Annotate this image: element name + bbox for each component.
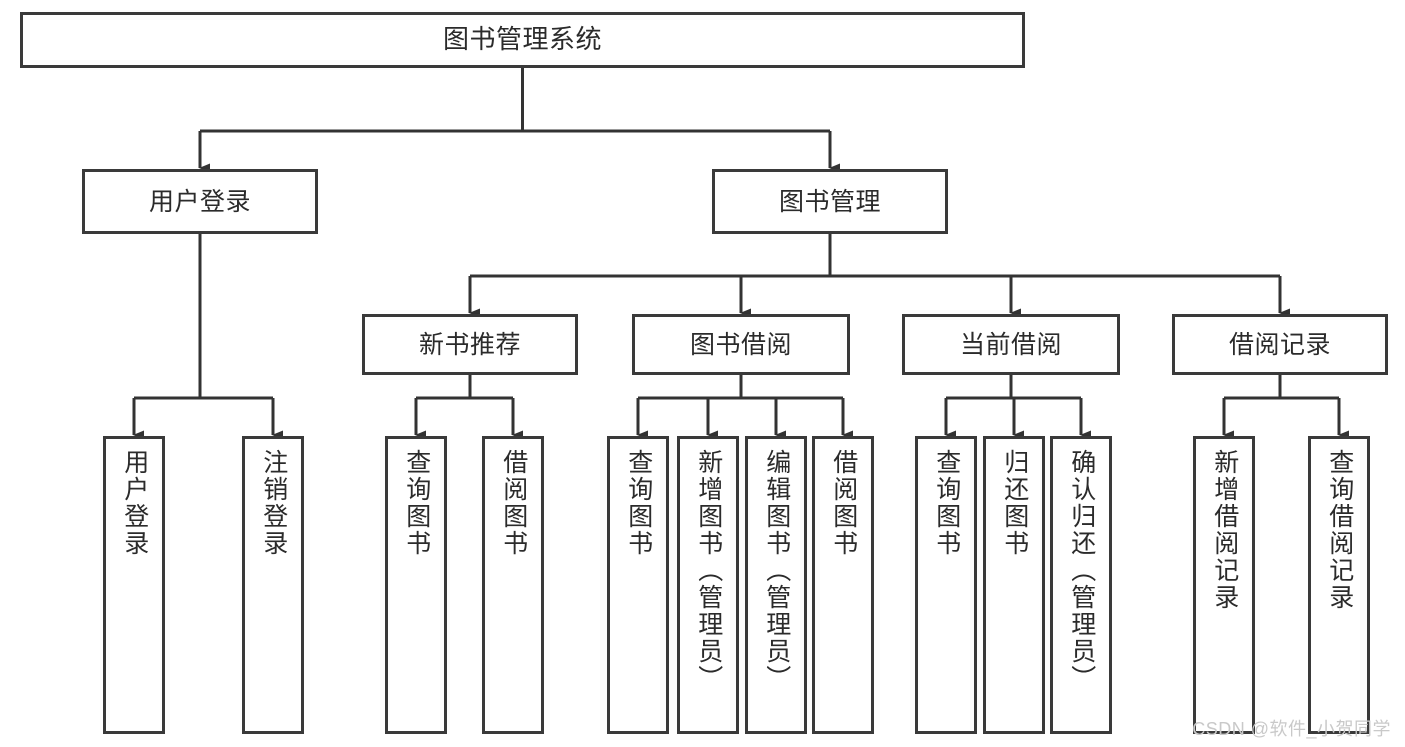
node-label: 查询图书 bbox=[624, 449, 653, 557]
node-l-b-add[interactable]: 新增图书（管理员） bbox=[677, 436, 739, 734]
node-borrow[interactable]: 图书借阅 bbox=[632, 314, 850, 375]
node-label: 新增图书（管理员） bbox=[694, 449, 723, 692]
node-label: 用户登录 bbox=[120, 449, 149, 557]
node-label: 查询借阅记录 bbox=[1325, 449, 1354, 611]
node-label: 借阅记录 bbox=[1228, 330, 1331, 359]
node-label: 注销登录 bbox=[259, 449, 288, 557]
node-l-c-query[interactable]: 查询图书 bbox=[915, 436, 977, 734]
node-login[interactable]: 用户登录 bbox=[82, 169, 318, 234]
node-label: 当前借阅 bbox=[959, 330, 1062, 359]
node-label: 归还图书 bbox=[1000, 449, 1029, 557]
node-label: 查询图书 bbox=[932, 449, 961, 557]
node-label: 用户登录 bbox=[148, 187, 251, 216]
node-label: 确认归还（管理员） bbox=[1067, 449, 1096, 692]
node-current[interactable]: 当前借阅 bbox=[902, 314, 1120, 375]
node-l-r-query[interactable]: 查询借阅记录 bbox=[1308, 436, 1370, 734]
node-l-nb-borrow[interactable]: 借阅图书 bbox=[482, 436, 544, 734]
node-label: 查询图书 bbox=[402, 449, 431, 557]
node-l-c-return[interactable]: 归还图书 bbox=[983, 436, 1045, 734]
node-label: 图书借阅 bbox=[689, 330, 792, 359]
csdn-watermark: CSDN @软件_小贺同学 bbox=[1192, 719, 1391, 739]
node-l-nb-query[interactable]: 查询图书 bbox=[385, 436, 447, 734]
node-l-r-add[interactable]: 新增借阅记录 bbox=[1193, 436, 1255, 734]
node-label: 图书管理 bbox=[778, 187, 881, 216]
node-l-c-confirm[interactable]: 确认归还（管理员） bbox=[1050, 436, 1112, 734]
node-l-b-edit[interactable]: 编辑图书（管理员） bbox=[745, 436, 807, 734]
node-label: 新增借阅记录 bbox=[1210, 449, 1239, 611]
node-l-b-query[interactable]: 查询图书 bbox=[607, 436, 669, 734]
node-records[interactable]: 借阅记录 bbox=[1172, 314, 1388, 375]
node-label: 新书推荐 bbox=[418, 330, 521, 359]
node-bookmgmt[interactable]: 图书管理 bbox=[712, 169, 948, 234]
node-l-b-borrow[interactable]: 借阅图书 bbox=[812, 436, 874, 734]
node-newbook[interactable]: 新书推荐 bbox=[362, 314, 578, 375]
node-root[interactable]: 图书管理系统 bbox=[20, 12, 1025, 68]
node-label: 编辑图书（管理员） bbox=[762, 449, 791, 692]
node-label: 借阅图书 bbox=[829, 449, 858, 557]
node-l-login[interactable]: 用户登录 bbox=[103, 436, 165, 734]
node-label: 借阅图书 bbox=[499, 449, 528, 557]
node-l-logout[interactable]: 注销登录 bbox=[242, 436, 304, 734]
node-label: 图书管理系统 bbox=[442, 24, 602, 55]
